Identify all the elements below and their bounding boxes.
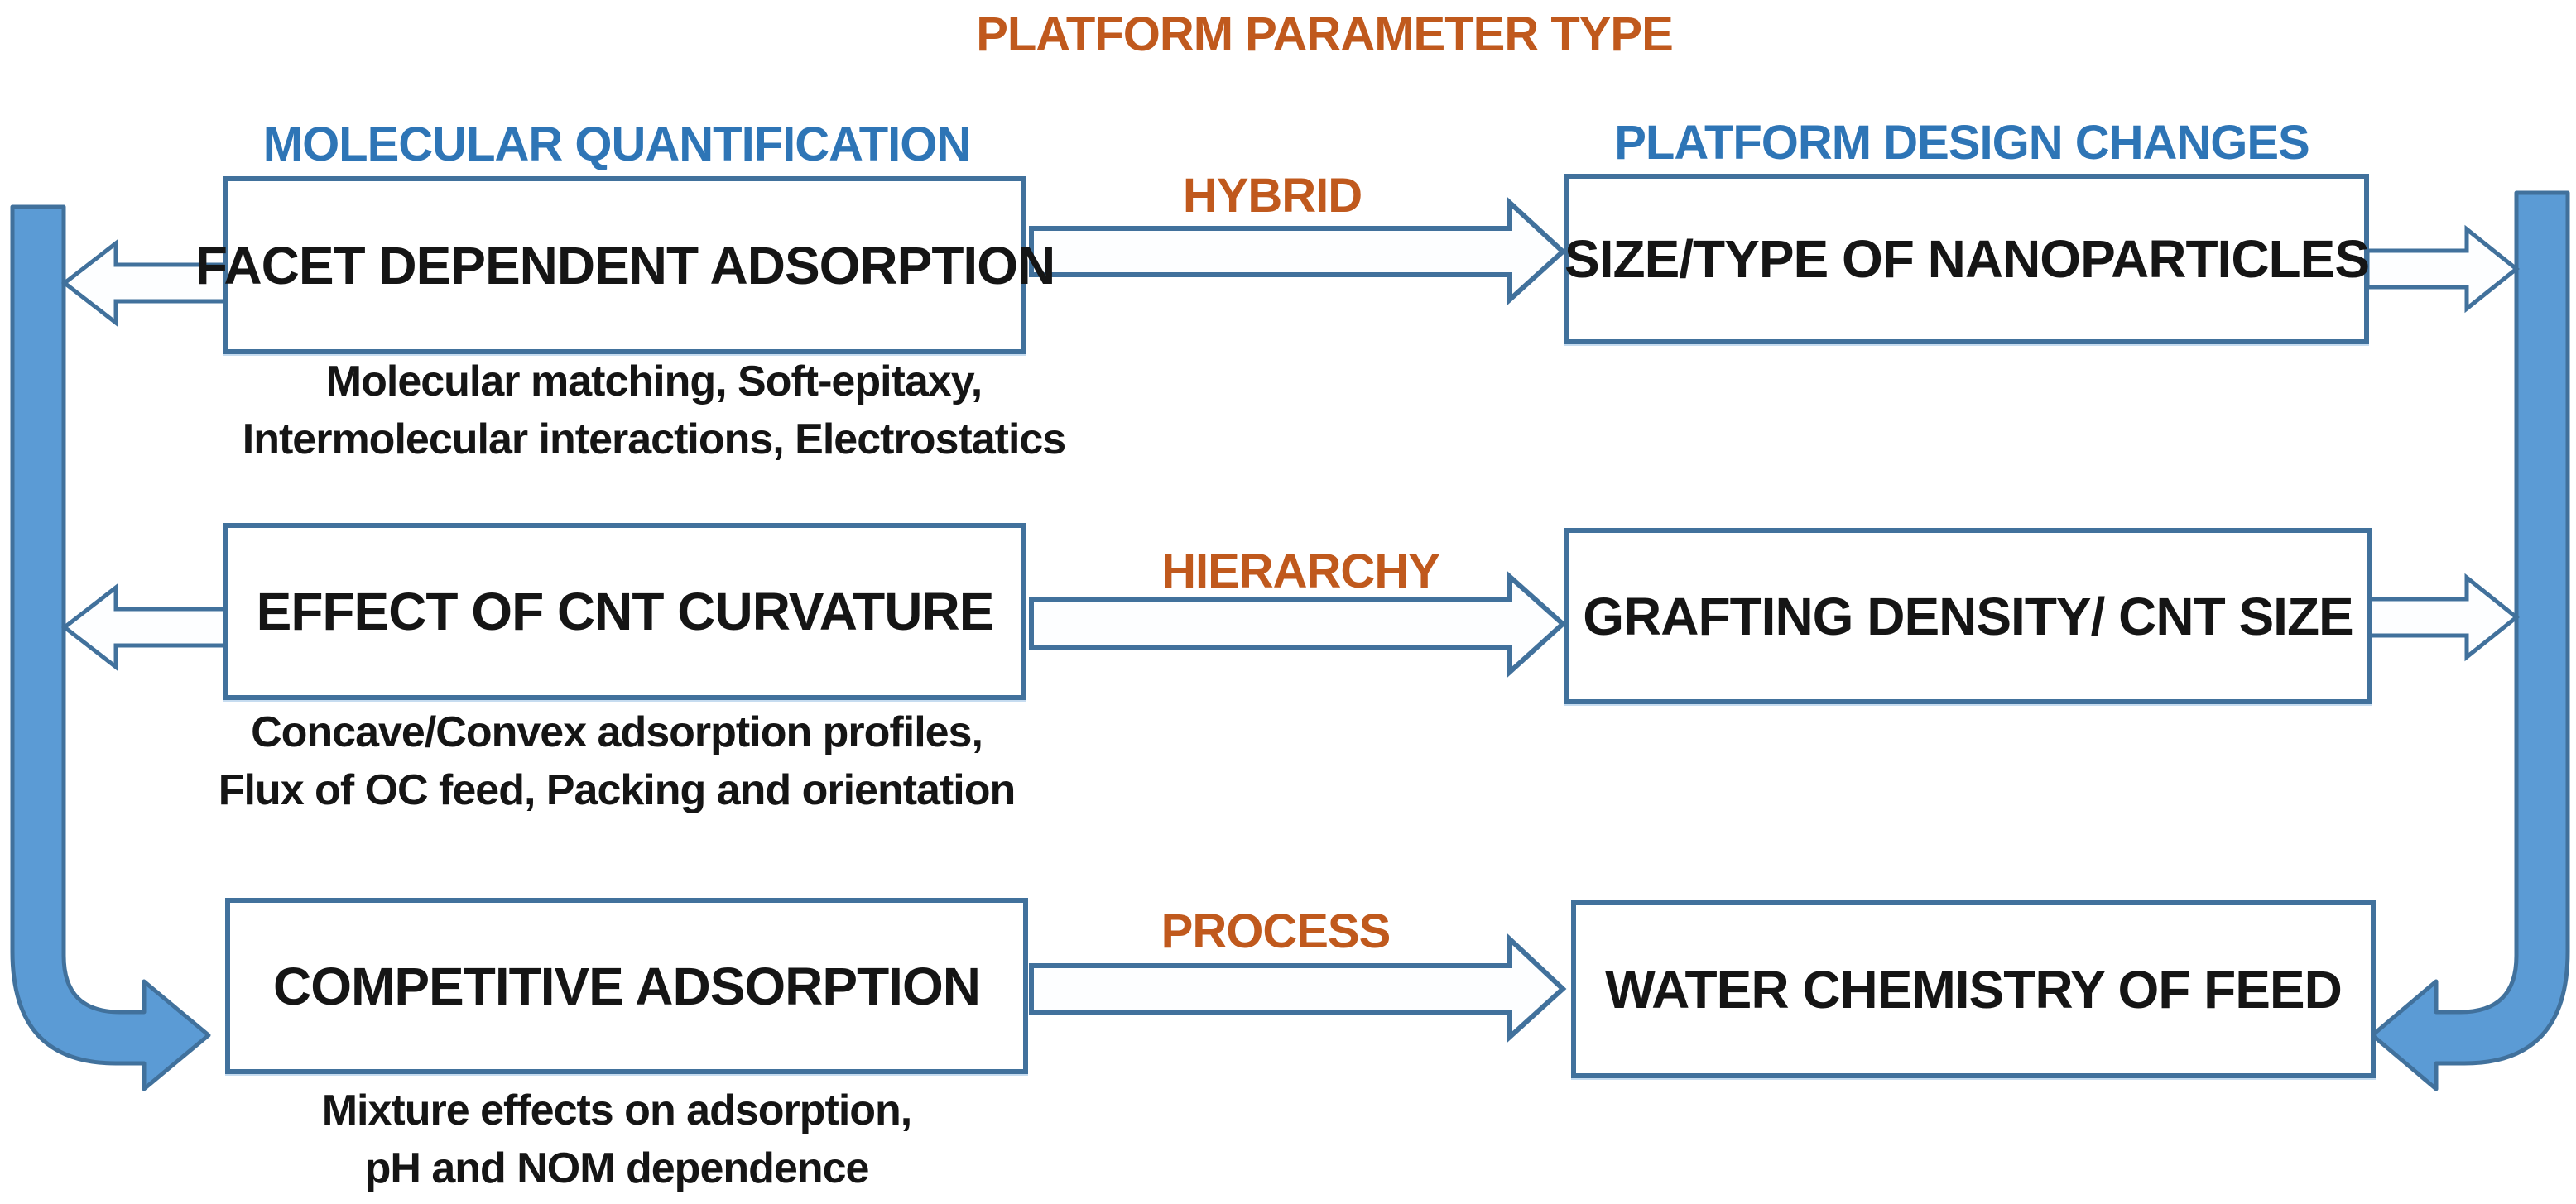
box-facet-dependent-adsorption: FACET DEPENDENT ADSORPTION: [195, 176, 1055, 354]
right-column-header: PLATFORM DESIGN CHANGES: [1548, 115, 2376, 170]
box-water-chemistry-of-feed: WATER CHEMISTRY OF FEED: [1571, 900, 2376, 1078]
box-label: FACET DEPENDENT ADSORPTION: [195, 235, 1055, 295]
right-column-header-text: PLATFORM DESIGN CHANGES: [1614, 115, 2309, 170]
hybrid-arrow: [1029, 197, 1567, 305]
note-competitive-adsorption: Mixture effects on adsorption, pH and NO…: [161, 1082, 1072, 1197]
box-label: WATER CHEMISTRY OF FEED: [1605, 959, 2343, 1019]
note-line: Intermolecular interactions, Electrostat…: [242, 415, 1066, 463]
arrow-label-process: PROCESS: [1069, 904, 1483, 958]
right-feedback-arrow: [2370, 190, 2570, 1091]
box-competitive-adsorption: COMPETITIVE ADSORPTION: [225, 898, 1028, 1074]
box-label: GRAFTING DENSITY/ CNT SIZE: [1583, 586, 2353, 646]
diagram-title: PLATFORM PARAMETER TYPE: [911, 7, 1738, 61]
note-line: pH and NOM dependence: [364, 1144, 870, 1192]
note-line: Mixture effects on adsorption,: [321, 1086, 913, 1134]
box-grafting-density-cnt-size: GRAFTING DENSITY/ CNT SIZE: [1564, 528, 2372, 704]
arrow-label-text: HIERARCHY: [1161, 544, 1440, 598]
box-size-type-of-nanoparticles: SIZE/TYPE OF NANOPARTICLES: [1564, 174, 2370, 344]
row2-right-out-arrow: [2365, 573, 2521, 662]
arrow-label-text: PROCESS: [1161, 904, 1391, 958]
box-label: EFFECT OF CNT CURVATURE: [256, 582, 995, 641]
note-facet-dependent-adsorption: Molecular matching, Soft-epitaxy, Interm…: [199, 353, 1109, 468]
hierarchy-arrow: [1029, 571, 1567, 678]
left-column-header: MOLECULAR QUANTIFICATION: [203, 117, 1031, 171]
note-line: Concave/Convex adsorption profiles,: [251, 708, 983, 756]
note-effect-of-cnt-curvature: Concave/Convex adsorption profiles, Flux…: [161, 703, 1072, 819]
left-feedback-arrow: [10, 204, 211, 1091]
row1-right-out-arrow: [2365, 224, 2521, 314]
box-label: COMPETITIVE ADSORPTION: [273, 956, 981, 1016]
box-label: SIZE/TYPE OF NANOPARTICLES: [1564, 229, 2370, 289]
process-arrow: [1029, 933, 1567, 1043]
arrow-label-hybrid: HYBRID: [1065, 168, 1479, 223]
box-effect-of-cnt-curvature: EFFECT OF CNT CURVATURE: [223, 523, 1026, 700]
note-line: Flux of OC feed, Packing and orientation: [218, 766, 1016, 814]
arrow-label-hierarchy: HIERARCHY: [1093, 544, 1507, 598]
diagram-title-text: PLATFORM PARAMETER TYPE: [976, 7, 1674, 61]
arrow-label-text: HYBRID: [1182, 168, 1362, 223]
note-line: Molecular matching, Soft-epitaxy,: [325, 357, 983, 405]
row2-left-out-arrow: [60, 583, 228, 672]
row1-left-out-arrow: [60, 238, 228, 328]
left-column-header-text: MOLECULAR QUANTIFICATION: [262, 117, 971, 171]
